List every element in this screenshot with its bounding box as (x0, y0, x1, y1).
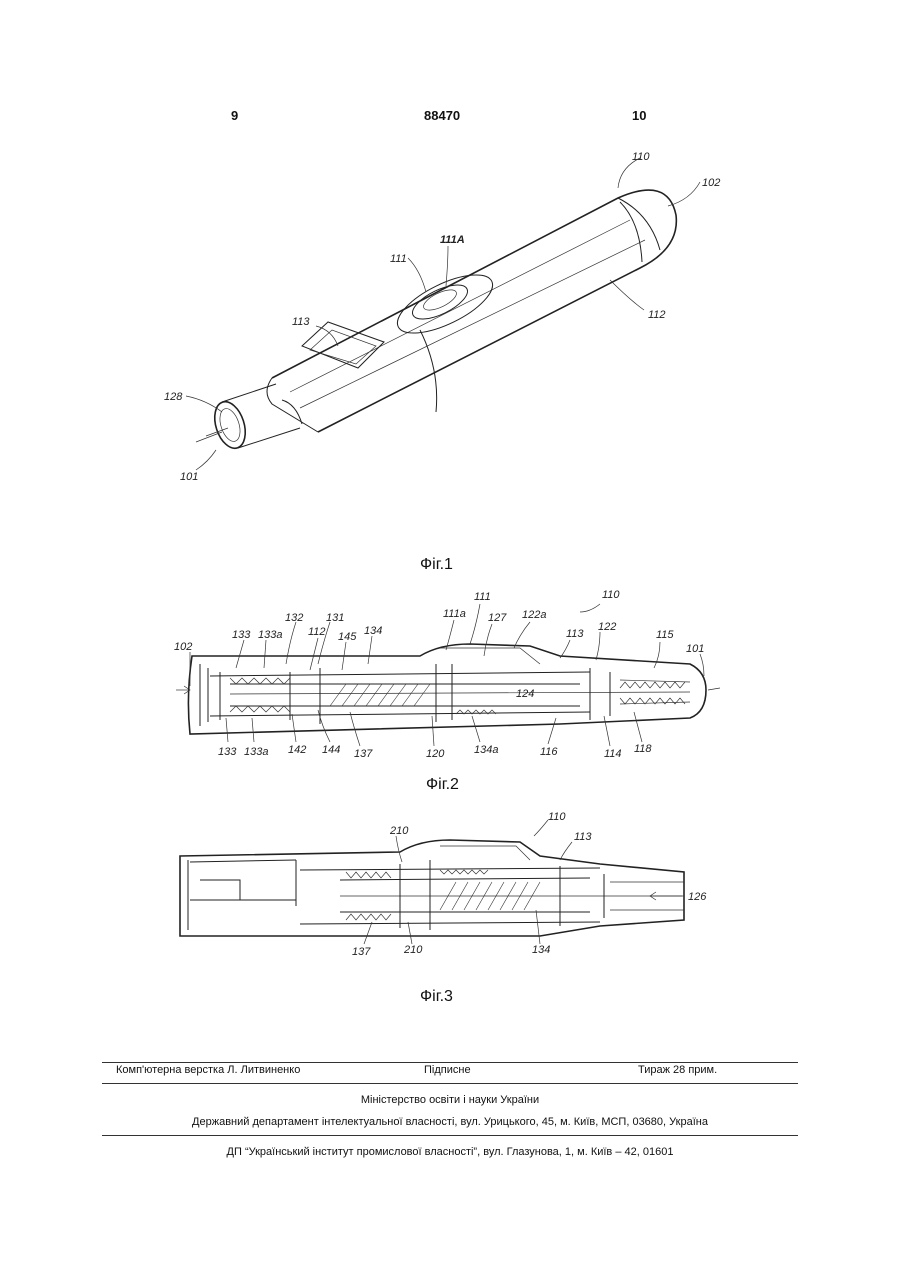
fig3-label-210-top: 210 (389, 825, 409, 837)
fig3-label-113: 113 (574, 831, 592, 843)
fig3-label-134: 134 (532, 944, 550, 956)
footer-circulation: Тираж 28 прим. (638, 1064, 717, 1076)
fig3-label-110: 110 (548, 811, 566, 823)
footer-rule-bottom (102, 1135, 798, 1136)
footer-rule-top (102, 1062, 798, 1063)
fig3-label-137: 137 (352, 946, 371, 958)
footer-rule-middle (102, 1083, 798, 1084)
fig3-body (180, 840, 684, 936)
fig3-label-126: 126 (688, 891, 707, 903)
footer-ministry: Міністерство освіти і науки України (0, 1094, 900, 1106)
footer-layout-credit: Комп'ютерна верстка Л. Литвиненко (116, 1064, 300, 1076)
figure-3-caption: Фіг.3 (420, 988, 453, 1006)
footer-institute: ДП “Український інститут промислової вла… (0, 1146, 900, 1158)
footer-department: Державний департамент інтелектуальної вл… (0, 1116, 900, 1128)
footer-signed: Підписне (424, 1064, 471, 1076)
fig3-label-210-bottom: 210 (403, 944, 423, 956)
